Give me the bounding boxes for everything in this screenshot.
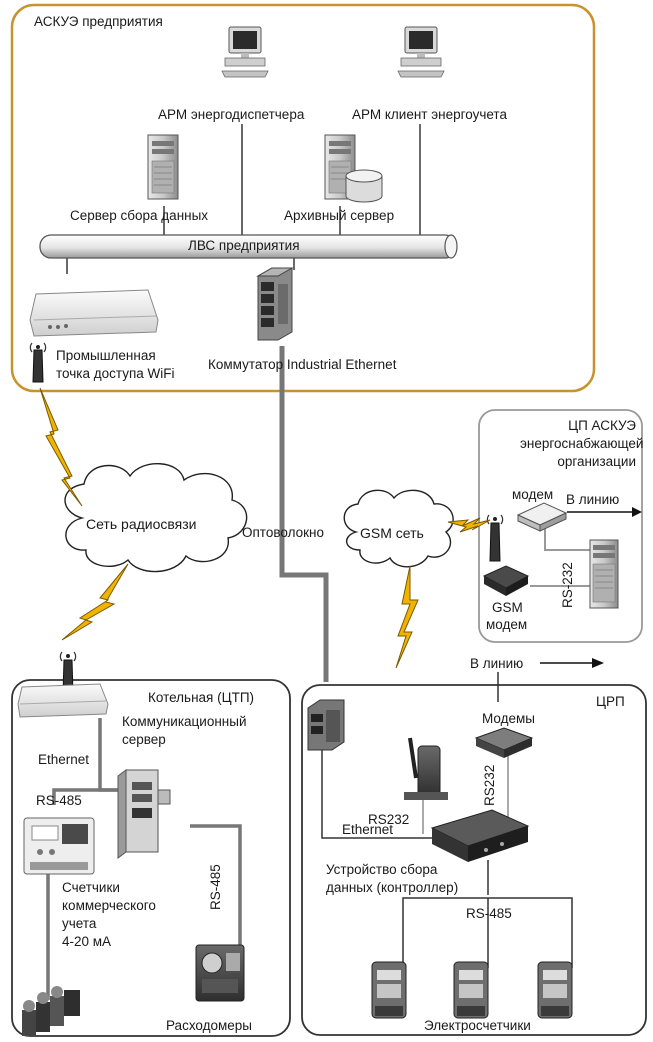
meters-label-line2: коммерческого	[62, 898, 156, 913]
flowmeter-device-icon	[195, 944, 245, 1002]
boiler-box	[11, 679, 291, 1037]
radio-network-cloud	[64, 462, 248, 573]
gsm-network-cloud	[343, 489, 454, 568]
supplier-rs232-label: RS-232	[560, 562, 575, 608]
wifi-access-point-icon	[17, 683, 109, 718]
boiler-rs485-label: RS-485	[36, 793, 82, 808]
modem-icon	[474, 727, 534, 758]
supplier-title-line2: энергоснабжающей	[520, 436, 644, 451]
supplier-title-line1: ЦП АСКУЭ	[568, 418, 636, 433]
wifi-label-line2: точка доступа WiFi	[56, 366, 175, 381]
lightning-bolt-icon	[61, 563, 129, 641]
fiber-line	[279, 346, 329, 682]
database-icon	[345, 169, 383, 203]
arm-client-label: АРМ клиент энергоучета	[352, 107, 507, 122]
arrow-right-icon	[567, 507, 642, 517]
electricity-meter-icon	[453, 961, 489, 1019]
controller-label-line2: данных (контроллер)	[326, 880, 459, 895]
server-tower-icon	[147, 134, 179, 200]
arrow-right-icon	[540, 658, 604, 668]
controller-label-line1: Устройство сбора	[326, 862, 438, 877]
enterprise-box	[10, 3, 596, 393]
radio-cloud-label: Сеть радиосвязи	[86, 516, 197, 532]
electricity-meters-label: Электросчетчики	[424, 1018, 531, 1033]
lightning-bolt-icon	[395, 565, 419, 669]
gsm-modem-icon	[482, 565, 530, 596]
gsm-terminal-icon	[404, 737, 448, 800]
crp-gray-links	[422, 748, 509, 834]
pc-icon	[397, 26, 445, 78]
crp-ethernet-label: Ethernet	[342, 822, 394, 837]
meters-label-line4: 4-20 мА	[62, 934, 112, 949]
gsm-modem-label-line1: GSM	[492, 600, 523, 615]
comm-server-label-line2: сервер	[122, 732, 166, 747]
crp-rs232-vertical-label: RS232	[482, 764, 497, 806]
meters-label-line1: Счетчики	[62, 880, 120, 895]
electricity-meter-icon	[537, 961, 573, 1019]
crp-modems-label: Модемы	[482, 711, 535, 726]
boiler-rs485-vertical-label: RS-485	[208, 864, 223, 910]
supplier-to-line-label: В линию	[566, 492, 620, 507]
server-tower-icon	[589, 539, 619, 609]
gsm-cloud-label: GSM сеть	[360, 525, 424, 541]
crp-links	[321, 672, 573, 968]
boiler-ethernet-label: Ethernet	[38, 752, 90, 767]
lan-pipe	[39, 234, 458, 259]
gsm-modem-label-line2: модем	[486, 617, 528, 632]
pc-icon	[221, 26, 269, 78]
electricity-meter-icon	[371, 961, 407, 1019]
controller-icon	[430, 809, 530, 862]
ethernet-switch-icon	[256, 267, 294, 341]
flowmeters-label: Расходомеры	[166, 1018, 253, 1033]
lightning-bolt-icon	[447, 517, 491, 533]
comm-server-label-line1: Коммуникационный	[122, 714, 247, 729]
fiber-label: Оптоволокно	[242, 525, 324, 540]
wifi-label-line1: Промышленная	[56, 348, 156, 363]
data-server-label: Сервер сбора данных	[70, 208, 209, 223]
supplier-modem-label: модем	[512, 487, 554, 502]
crp-rs485-label: RS-485	[466, 906, 512, 921]
crp-rs232-left-label: RS232	[368, 812, 410, 827]
enterprise-title: АСКУЭ предприятия	[34, 14, 163, 29]
enterprise-lan-links	[66, 124, 421, 274]
supplier-title-line3: организации	[557, 454, 636, 469]
antenna-icon	[486, 514, 504, 562]
energy-meter-icon	[23, 817, 95, 875]
crp-to-line-label: В линию	[470, 656, 524, 671]
archive-server-label: Архивный сервер	[284, 208, 395, 223]
flow-meters-icon	[22, 986, 80, 1036]
arm-dispatcher-label: АРМ энергодиспетчера	[158, 107, 305, 122]
crp-box	[301, 684, 647, 1036]
boiler-title: Котельная (ЦТП)	[148, 690, 255, 705]
wifi-access-point-icon	[29, 289, 159, 337]
switch-label: Коммутатор Industrial Ethernet	[208, 357, 397, 372]
lightning-bolt-icon	[39, 387, 83, 507]
crp-title: ЦРП	[596, 694, 625, 709]
comm-server-icon	[117, 769, 171, 859]
antenna-icon	[29, 342, 47, 383]
boiler-links	[46, 718, 242, 1000]
lan-label: ЛВС предприятия	[188, 238, 300, 253]
supplier-links	[530, 527, 590, 587]
crp-switch-icon	[307, 699, 345, 751]
supplier-modem-icon	[516, 502, 568, 532]
meters-label-line3: учета	[62, 916, 97, 931]
